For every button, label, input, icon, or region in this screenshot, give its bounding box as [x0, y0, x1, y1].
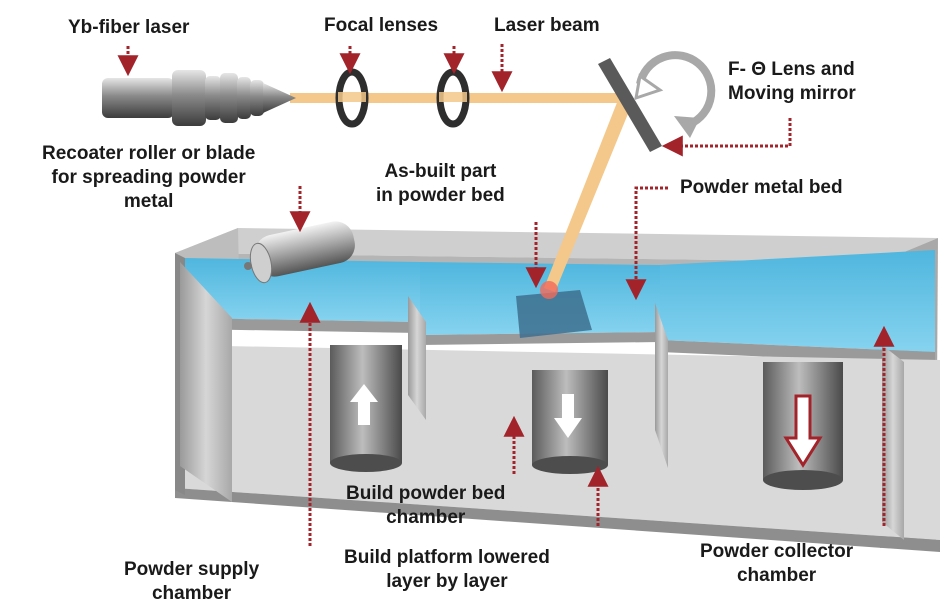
down-arrow-icon	[783, 394, 823, 468]
powder-supply-surface	[185, 258, 420, 322]
label-yb-fiber-laser: Yb-fiber laser	[68, 17, 190, 38]
supply-cylinder	[330, 345, 402, 472]
pointer-arrows	[117, 44, 895, 546]
lens-icon	[436, 68, 470, 128]
as-built-part	[516, 290, 592, 338]
pointer-powder-bed	[625, 186, 668, 301]
machine-body	[175, 221, 940, 552]
up-arrow-icon	[350, 384, 378, 425]
laser-optics	[102, 51, 716, 299]
mirror-icon	[598, 58, 662, 152]
laser-head-icon	[102, 70, 296, 126]
collector-powder-surface	[660, 250, 935, 352]
roller-icon	[244, 221, 355, 284]
pointer-mirror	[661, 118, 792, 157]
label-focal-lenses: Focal lenses	[324, 15, 439, 36]
label-powder-metal-bed: Powder metal bed	[680, 177, 843, 198]
label-laser-beam: Laser beam	[494, 15, 600, 36]
down-arrow-icon	[554, 394, 582, 438]
rotate-icon	[634, 51, 716, 138]
lens-icon	[335, 68, 369, 128]
